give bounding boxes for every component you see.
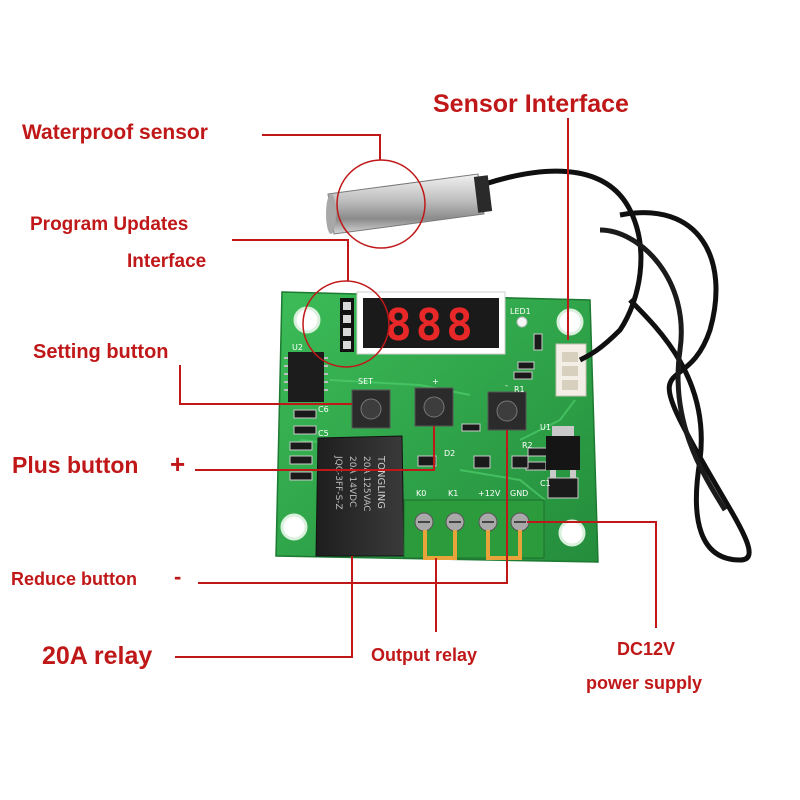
silk-set: SET (358, 377, 373, 386)
relay-rating-2: 20A 14VDC (347, 456, 357, 507)
label-plus-sign: + (170, 449, 186, 479)
relay-model: JQC-3FF-S-Z (333, 455, 343, 510)
leader-lines (175, 118, 657, 658)
label-setting-button: Setting button (33, 341, 169, 363)
label-program-updates-line2: Interface (127, 251, 207, 272)
label-minus-sign: - (174, 564, 182, 589)
label-power-supply: power supply (586, 673, 703, 693)
silk-plus: + (432, 377, 439, 386)
silk-u1: U1 (540, 423, 551, 432)
tactile-buttons: SET + - (351, 377, 527, 431)
relay-rating-1: 20A 125VAC (361, 456, 371, 512)
smd-components (289, 333, 579, 499)
label-program-updates-line1: Program Updates (30, 214, 189, 235)
voltage-regulator (546, 426, 580, 478)
led-display: 888 (356, 291, 506, 355)
label-reduce-button: Reduce button (11, 569, 137, 589)
silk-k0: K0 (416, 489, 426, 498)
status-led (516, 316, 528, 328)
mounting-holes (280, 306, 586, 547)
silk-minus: - (505, 381, 508, 390)
relay-brand: TONGLING (375, 455, 386, 509)
silk-d2: D2 (444, 449, 455, 458)
sensor-connector (555, 343, 587, 397)
silk-12v: +12V (478, 489, 501, 498)
label-20a-relay: 20A relay (42, 642, 153, 670)
silk-c5: C5 (318, 429, 329, 438)
silk-k1: K1 (448, 489, 458, 498)
silk-r2: R2 (522, 441, 533, 450)
silk-led: LED1 (510, 307, 531, 316)
display-digits: 888 (385, 300, 476, 351)
label-waterproof-sensor: Waterproof sensor (22, 121, 208, 144)
silk-c6: C6 (318, 405, 329, 414)
program-header-pins (340, 298, 354, 352)
silk-c1: C1 (540, 479, 551, 488)
microcontroller-chip: U2 (284, 343, 328, 402)
terminal-brackets (423, 530, 522, 560)
silk-gnd: GND (510, 489, 528, 498)
label-dc12v: DC12V (617, 639, 676, 659)
label-plus-button: Plus button (12, 452, 139, 478)
label-sensor-interface: Sensor Interface (433, 90, 629, 118)
sensor-probe (326, 168, 752, 563)
silk-u2: U2 (292, 343, 303, 352)
label-output-relay: Output relay (371, 645, 478, 665)
silk-labels: C6 C5 D2 R1 R2 U1 C1 LED1 (318, 307, 551, 488)
relay-component: TONGLING 20A 125VAC 20A 14VDC JQC-3FF-S-… (315, 435, 405, 557)
silk-r1: R1 (514, 385, 525, 394)
